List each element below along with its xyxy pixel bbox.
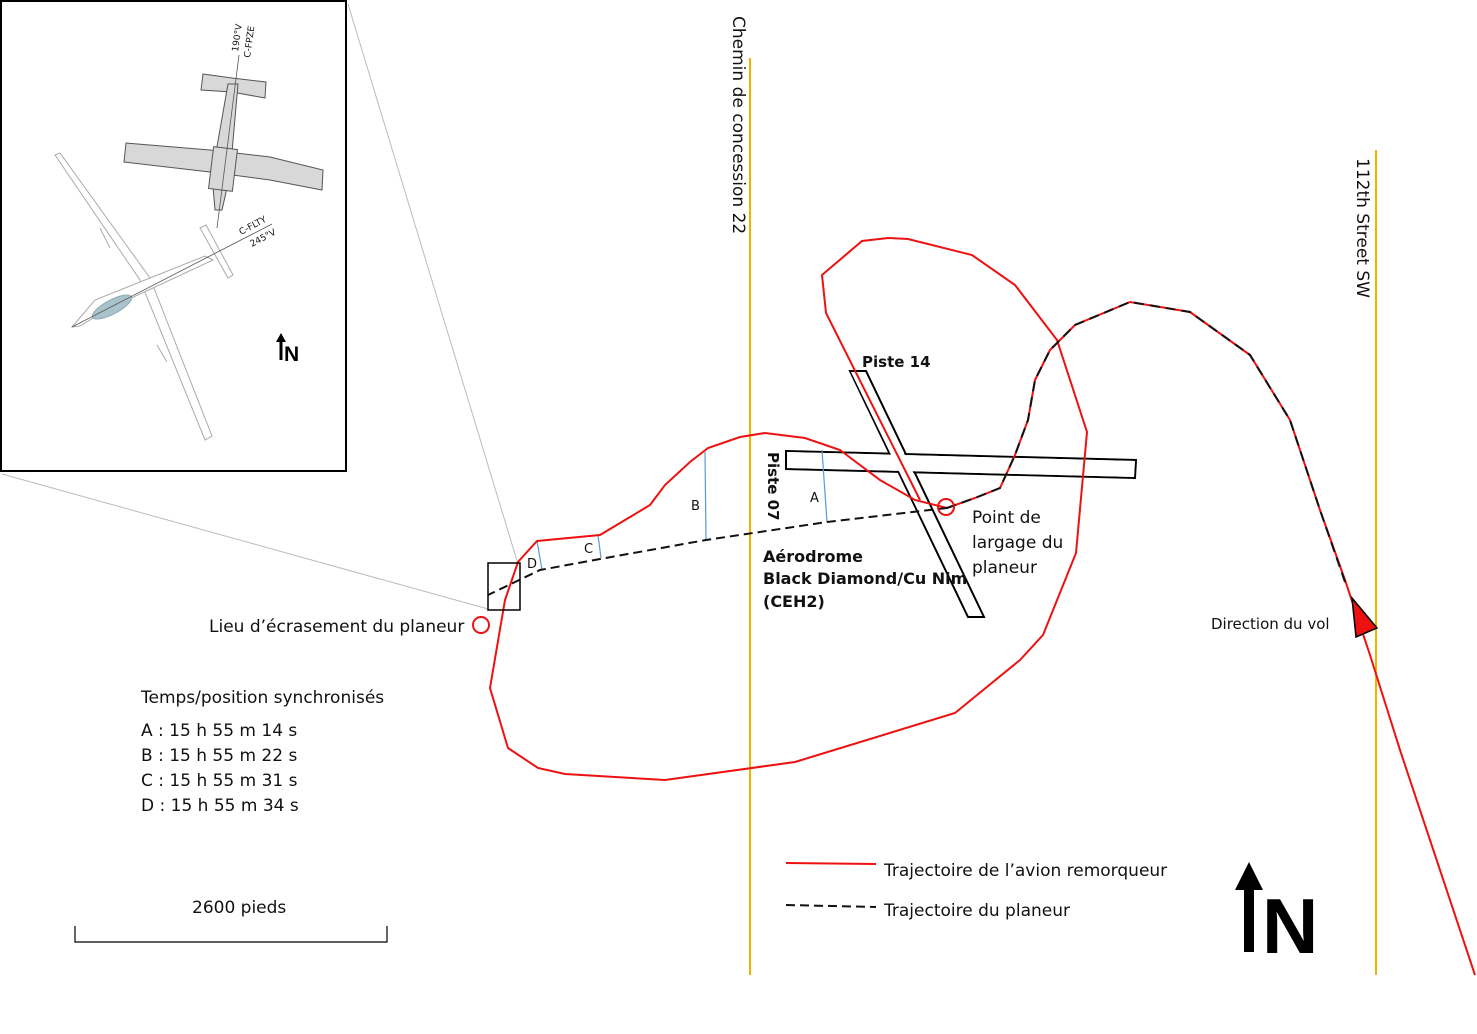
inset-tow-reg: C-FPZE	[243, 25, 257, 58]
glider-heading-line	[71, 223, 273, 328]
legend-glider-swatch	[785, 904, 877, 908]
tow-plane-drawing	[123, 73, 324, 211]
tow-heading-line	[216, 54, 240, 229]
inset-connector-line	[1, 473, 489, 610]
crash-site-marker	[472, 616, 490, 634]
sync-time-b: B : 15 h 55 m 22 s	[141, 746, 297, 766]
time-markers	[536, 449, 828, 571]
sync-time-c: C : 15 h 55 m 31 s	[141, 771, 298, 791]
north-arrow-icon: N	[1235, 862, 1318, 970]
flight-direction-label: Direction du vol	[1211, 615, 1330, 633]
glider-path	[487, 507, 948, 596]
sync-time-d: D : 15 h 55 m 34 s	[141, 796, 299, 816]
marker-a-line	[821, 449, 828, 523]
marker-d-label: D	[527, 557, 537, 572]
sync-time-a: A : 15 h 55 m 14 s	[141, 721, 297, 741]
inset-tow-heading: 190°V	[231, 23, 245, 53]
marker-a-label: A	[810, 491, 819, 506]
north-label: N	[1262, 882, 1318, 970]
release-line3: planeur	[972, 558, 1037, 578]
flight-direction-arrow-icon	[1351, 595, 1379, 639]
aerodrome-label: Aérodrome Black Diamond/Cu Nim (CEH2)	[763, 547, 973, 611]
scale-label: 2600 pieds	[192, 898, 286, 918]
release-point-marker	[937, 498, 955, 516]
release-line1: Point de	[972, 508, 1041, 528]
inset-collision-view: 190°V C-FPZE C-FLTY 245°V N	[0, 0, 347, 472]
road-label-left: Chemin de concession 22	[728, 16, 748, 234]
marker-b-line	[704, 451, 707, 541]
runway-07	[785, 449, 1138, 480]
legend-tow-swatch	[785, 862, 877, 865]
sync-times-title: Temps/position synchronisés	[140, 688, 384, 708]
release-line2: largage du	[972, 533, 1063, 553]
aerodrome-line2: Black Diamond/Cu Nim	[763, 569, 967, 588]
aerodrome-line1: Aérodrome	[763, 547, 863, 566]
aerodrome-line3: (CEH2)	[763, 592, 825, 611]
runway-14-label: Piste 14	[862, 353, 931, 371]
crash-site-label: Lieu d’écrasement du planeur	[209, 617, 464, 637]
inset-connector-line	[347, 3, 519, 565]
marker-c-line	[597, 534, 602, 559]
marker-c-label: C	[584, 542, 593, 557]
marker-b-label: B	[691, 499, 700, 514]
legend-glider-label: Trajectoire du planeur	[883, 901, 1070, 921]
glider-path-on-tow	[946, 300, 1346, 583]
runway-14	[848, 370, 986, 618]
inset-north-arrow-icon: N	[276, 333, 299, 366]
zoom-area-box	[487, 562, 521, 611]
release-point-label: Point de largage du planeur	[972, 508, 1069, 578]
inset-north-label: N	[284, 343, 299, 366]
runway-07-label: Piste 07	[764, 452, 782, 521]
legend-tow-label: Trajectoire de l’avion remorqueur	[883, 861, 1167, 881]
tow-plane-path	[488, 236, 1476, 976]
scale-bar	[74, 926, 388, 943]
road-label-right: 112th Street SW	[1352, 158, 1372, 298]
marker-d-line	[536, 540, 543, 571]
